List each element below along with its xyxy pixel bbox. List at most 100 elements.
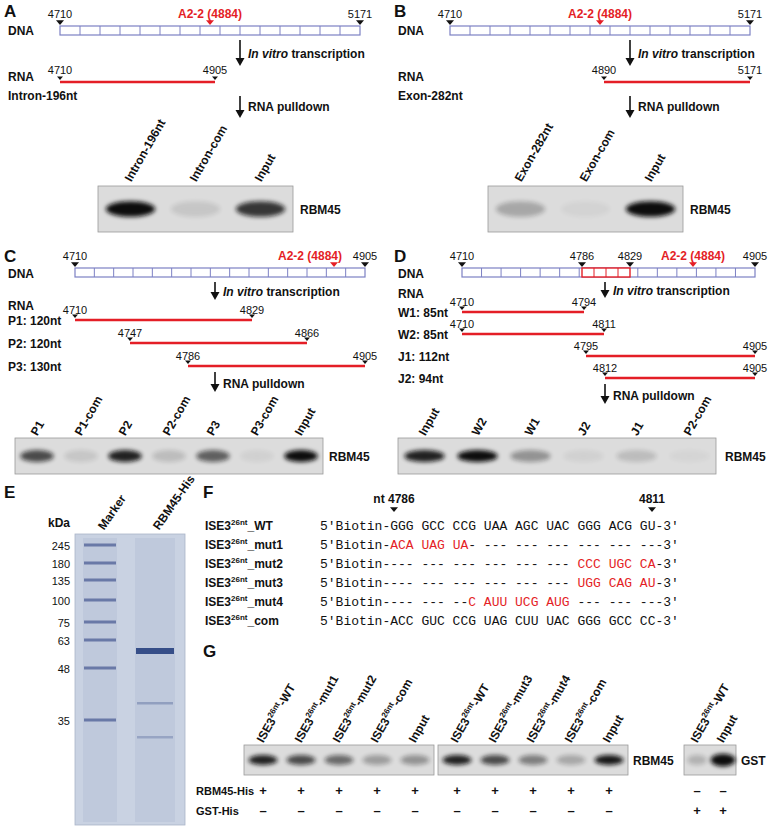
dna-segment <box>618 268 619 277</box>
presence-mark: + <box>693 803 701 818</box>
lane-label: P3-com <box>248 393 282 438</box>
presence-mark-group: – <box>411 801 418 819</box>
position-number: 4866 <box>295 327 319 339</box>
protein-band <box>669 450 709 462</box>
site-label: A2-2 (4884) <box>178 7 242 21</box>
probe-sequence-group: 5'Biotin---- --- --- --- --- ---UGG CAG … <box>320 573 679 592</box>
position-number-group: 4786 <box>176 346 200 364</box>
panel-letter: A <box>4 2 16 21</box>
protein-band <box>196 450 229 462</box>
rna-fragment <box>130 342 307 345</box>
position-number: 5171 <box>738 8 762 20</box>
position-number-group: 4905 <box>743 358 767 376</box>
position-marker <box>596 20 604 25</box>
dna-segment <box>481 268 482 277</box>
protein-label: RBM45 <box>329 450 370 464</box>
dna-segment <box>579 268 580 277</box>
position-marker <box>747 76 753 80</box>
lane-label: ISE3 <box>292 715 317 745</box>
dna-segment <box>94 268 95 277</box>
step-label-group: RNA pulldown <box>613 386 695 404</box>
lane-label: Input <box>251 152 278 184</box>
axis-label-group: DNA <box>8 21 34 39</box>
probe-name-group: ISE326nt_mut1 <box>205 535 283 553</box>
presence-mark: + <box>453 783 461 798</box>
presence-mark: + <box>491 783 499 798</box>
probe-sequence: 5'Biotin---- --- -- <box>320 595 468 610</box>
lane-label-group: Exon-282nt <box>509 119 557 184</box>
size-marker-group: 245 <box>52 536 70 554</box>
panel-letter-group: C <box>4 247 16 267</box>
lane-label: Marker <box>95 492 129 532</box>
lane-label: P2 <box>116 418 135 438</box>
panel-letter-group: E <box>4 483 15 503</box>
position-number: 4890 <box>592 64 616 76</box>
position-number: 4786 <box>176 350 200 362</box>
lane-label-group: Intron-com <box>184 121 231 184</box>
presence-mark: + <box>605 783 613 798</box>
probe-sequence: -3' <box>655 576 678 591</box>
protein-label-group: GST <box>741 751 766 769</box>
position-number-group: 4786 <box>570 246 594 264</box>
position-number: 4811 <box>592 318 616 330</box>
fragment-label-group: Exon-282nt <box>398 86 463 104</box>
presence-mark-group: + <box>335 781 343 799</box>
lane-label: ISE3 <box>486 715 511 745</box>
lane-label: -mut2 <box>351 673 379 708</box>
position-marker <box>458 262 466 267</box>
protein-band <box>64 450 97 462</box>
size-marker-group: 75 <box>58 613 70 631</box>
protein-band <box>20 450 53 462</box>
axis-label-group: RNA <box>398 67 424 85</box>
dna-segment <box>550 26 551 35</box>
dna-segment <box>696 268 697 277</box>
position-number: 4905 <box>743 250 767 262</box>
probe-sequence: UGG CAG AU <box>577 576 655 591</box>
presence-mark-group: + <box>259 781 267 799</box>
row-label-group: RBM45-His <box>196 781 254 799</box>
sds-gel <box>75 534 185 825</box>
axis-label: DNA <box>8 267 34 281</box>
protein-band <box>137 702 173 705</box>
position-number: 4786 <box>570 250 594 262</box>
position-marker <box>57 76 63 80</box>
lane-label: J1 <box>627 419 646 438</box>
lane-label-group: Input <box>403 711 434 746</box>
presence-mark: + <box>297 783 305 798</box>
step-label: In vitro <box>613 284 653 298</box>
presence-mark: + <box>529 783 537 798</box>
position-number-group: 4710 <box>438 4 462 22</box>
position-number-group: 4710 <box>48 4 72 22</box>
presence-mark-group: + <box>693 801 701 819</box>
axis-label: DNA <box>8 24 34 38</box>
dna-segment <box>510 26 511 35</box>
dna-segment <box>100 26 101 35</box>
position-number: 4905 <box>353 350 377 362</box>
dna-segment <box>690 26 691 35</box>
dna-segment <box>606 268 607 277</box>
rna-fragment <box>462 311 584 314</box>
site-label-group: A2-2 (4884) <box>661 246 725 264</box>
dna-bar <box>450 26 750 35</box>
probe-name: _mut1 <box>247 538 282 552</box>
dna-segment <box>220 26 221 35</box>
position-number-group: 4710 <box>450 246 474 264</box>
position-marker <box>578 262 586 267</box>
position-number-group: 4811 <box>592 314 616 332</box>
protein-band <box>561 201 610 217</box>
lane-label: P3 <box>204 418 223 438</box>
dna-segment <box>650 26 651 35</box>
step-arrow <box>604 384 606 397</box>
fragment-label-group: P1: 120nt <box>8 311 61 329</box>
position-marker <box>56 20 64 25</box>
arrow-head <box>626 58 635 66</box>
dna-segment <box>710 26 711 35</box>
lane-label-group: P3-com <box>245 392 283 439</box>
fragment-label-group: P3: 130nt <box>8 357 61 375</box>
dna-segment <box>530 26 531 35</box>
dna-segment <box>730 26 731 35</box>
step-arrow <box>239 96 241 111</box>
dna-segment <box>326 268 327 277</box>
marker-band <box>84 579 116 582</box>
dna-segment <box>210 268 211 277</box>
